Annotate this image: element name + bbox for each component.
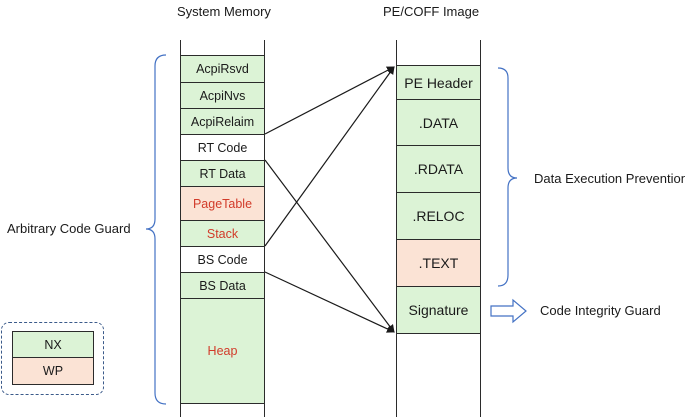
legend-wp-swatch: WP	[12, 357, 94, 385]
pe-section-text: .TEXT	[396, 239, 481, 287]
pe-section-header: PE Header	[396, 65, 481, 100]
bs-code-to-pe-header-arrow	[264, 66, 395, 247]
rt-data-to-signature-arrow	[264, 159, 395, 333]
data-execution-prevention-brace	[497, 67, 518, 287]
pe-section-rdata: .RDATA	[396, 145, 481, 193]
memory-region-heap: Heap	[180, 298, 265, 404]
memory-region-stack: Stack	[180, 220, 265, 247]
memory-region-acpirelaim: AcpiRelaim	[180, 108, 265, 135]
rt-code-to-pe-header-arrow	[264, 66, 395, 135]
legend-nx-swatch: NX	[12, 331, 94, 358]
bs-data-to-signature-arrow	[264, 271, 395, 333]
pe-section-signature: Signature	[396, 286, 481, 334]
memory-region-pagetable: PageTable	[180, 186, 265, 221]
arbitrary-code-guard-label: Arbitrary Code Guard	[7, 221, 131, 236]
code-integrity-guard-arrow-icon	[490, 298, 527, 324]
data-execution-prevention-label: Data Execution Prevention	[534, 171, 685, 186]
system-memory-title: System Memory	[177, 4, 271, 19]
memory-region-acpinvs: AcpiNvs	[180, 82, 265, 109]
code-integrity-guard-label: Code Integrity Guard	[540, 303, 661, 318]
legend: NX WP	[1, 322, 104, 395]
pecoff-image-title: PE/COFF Image	[383, 4, 480, 19]
pe-section-reloc: .RELOC	[396, 192, 481, 240]
arbitrary-code-guard-brace	[145, 54, 167, 405]
